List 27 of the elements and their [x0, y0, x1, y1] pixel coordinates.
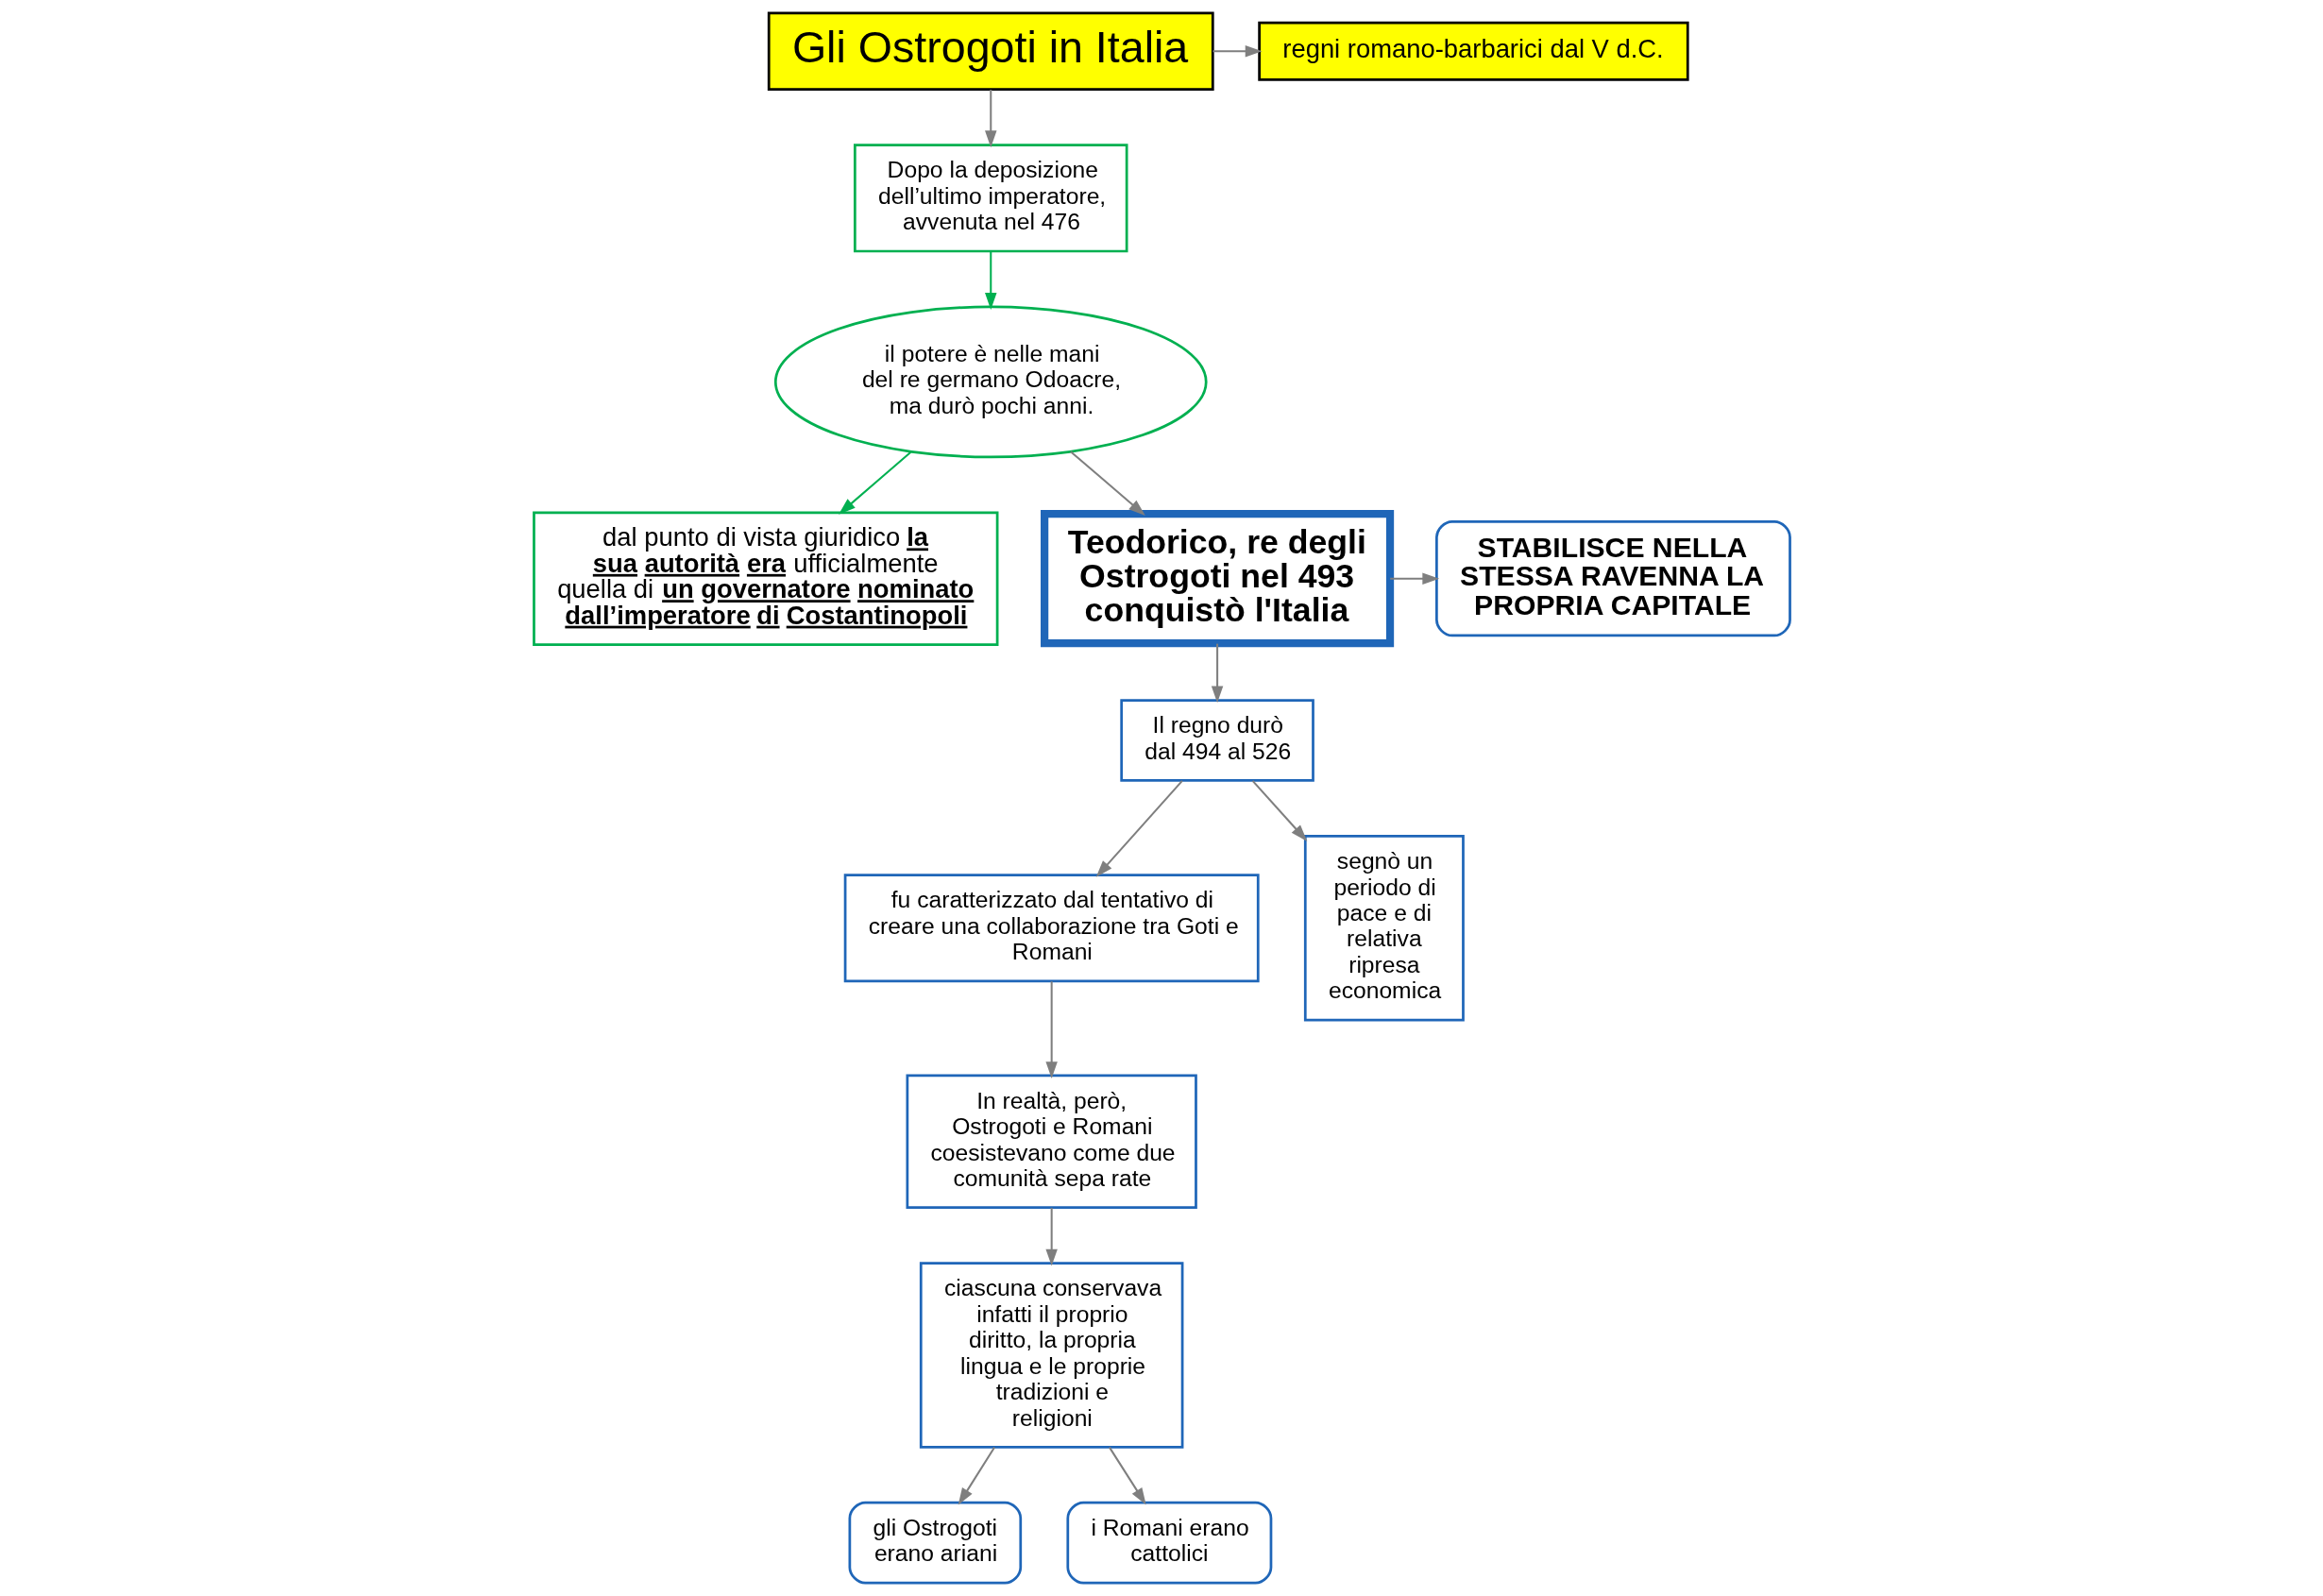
- node-box: Il regno durò dal 494 al 526: [1119, 699, 1314, 782]
- node-box: gli Ostrogoti erano ariani: [848, 1501, 1022, 1585]
- arrow: [1212, 45, 1263, 58]
- node-box: In realtà, però, Ostrogoti e Romani coesistevano come due comunità sepa rate: [906, 1074, 1197, 1210]
- node-box: regni romano-barbarici dal V d.C.: [1257, 21, 1689, 81]
- node-box: Dopo la deposizione dell’ultimo imperatore, avvenuta nel 476: [853, 144, 1128, 253]
- arrow: [1044, 1208, 1058, 1266]
- arrow: [1069, 450, 1145, 516]
- node-box: dal punto di vista giuridico la sua autorità era ufficialmente quella di un governatore nominato dall’imperatore di Costantinopoli: [532, 511, 998, 646]
- node-box: i Romani erano cattolici: [1065, 1501, 1272, 1585]
- arrow: [1095, 780, 1183, 877]
- node-box: ciascuna conservava infatti il proprio diritto, la propria lingua e le proprie tradizioni e religioni: [919, 1262, 1183, 1449]
- arrow: [1108, 1447, 1146, 1505]
- arrow: [1251, 780, 1307, 841]
- node-box: Teodorico, re degli Ostrogoti nel 493 conquistò l'Italia: [1040, 510, 1394, 648]
- arrow: [984, 90, 996, 148]
- node-box: fu caratterizzato dal tentativo di creare una collaborazione tra Goti e Romani: [843, 874, 1260, 983]
- node-box: STABILISCE NELLA STESSA RAVENNA LA PROPRIA CAPITALE: [1434, 520, 1791, 637]
- arrow: [1211, 643, 1223, 704]
- arrow: [958, 1447, 995, 1505]
- node-box: Gli Ostrogoti in Italia: [767, 11, 1214, 92]
- node-ellipse: il potere è nelle mani del re germano Odoacre, ma durò pochi anni.: [773, 305, 1208, 459]
- arrow: [1044, 981, 1058, 1078]
- arrow: [838, 451, 911, 515]
- arrow: [1389, 572, 1439, 585]
- node-box: segnò un periodo di pace e di relativa ripresa economica: [1303, 835, 1465, 1022]
- arrow: [984, 251, 996, 310]
